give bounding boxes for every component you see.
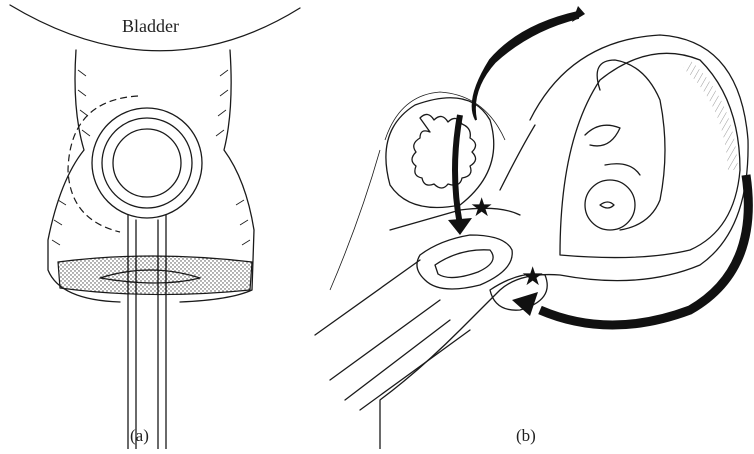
- star-marker-upper: ★: [470, 193, 493, 223]
- uterus-inner: [560, 53, 740, 257]
- dashed-suture: [68, 96, 138, 232]
- star-marker-lower: ★: [521, 262, 544, 292]
- stippled-region: [58, 256, 252, 295]
- outer-ring: [92, 108, 202, 218]
- canal-walls: [128, 215, 166, 449]
- caption-panel-b: (b): [516, 426, 536, 446]
- cervical-canal: [315, 125, 547, 410]
- placenta: [385, 92, 505, 208]
- panel-b-drawing: [315, 6, 748, 449]
- caption-panel-a: (a): [130, 426, 149, 446]
- panel-a-drawing: [10, 5, 300, 449]
- bladder-label: Bladder: [122, 16, 179, 37]
- uterus-outline: [380, 35, 748, 449]
- inner-ring: [102, 118, 192, 208]
- body-shading: [52, 70, 250, 245]
- uterus-wall-shading: [683, 60, 738, 170]
- arrow-top-arc: [473, 12, 578, 120]
- arrow-down-curve: [455, 115, 460, 225]
- central-lumen: [113, 129, 181, 197]
- arrow-down-head: [448, 218, 472, 235]
